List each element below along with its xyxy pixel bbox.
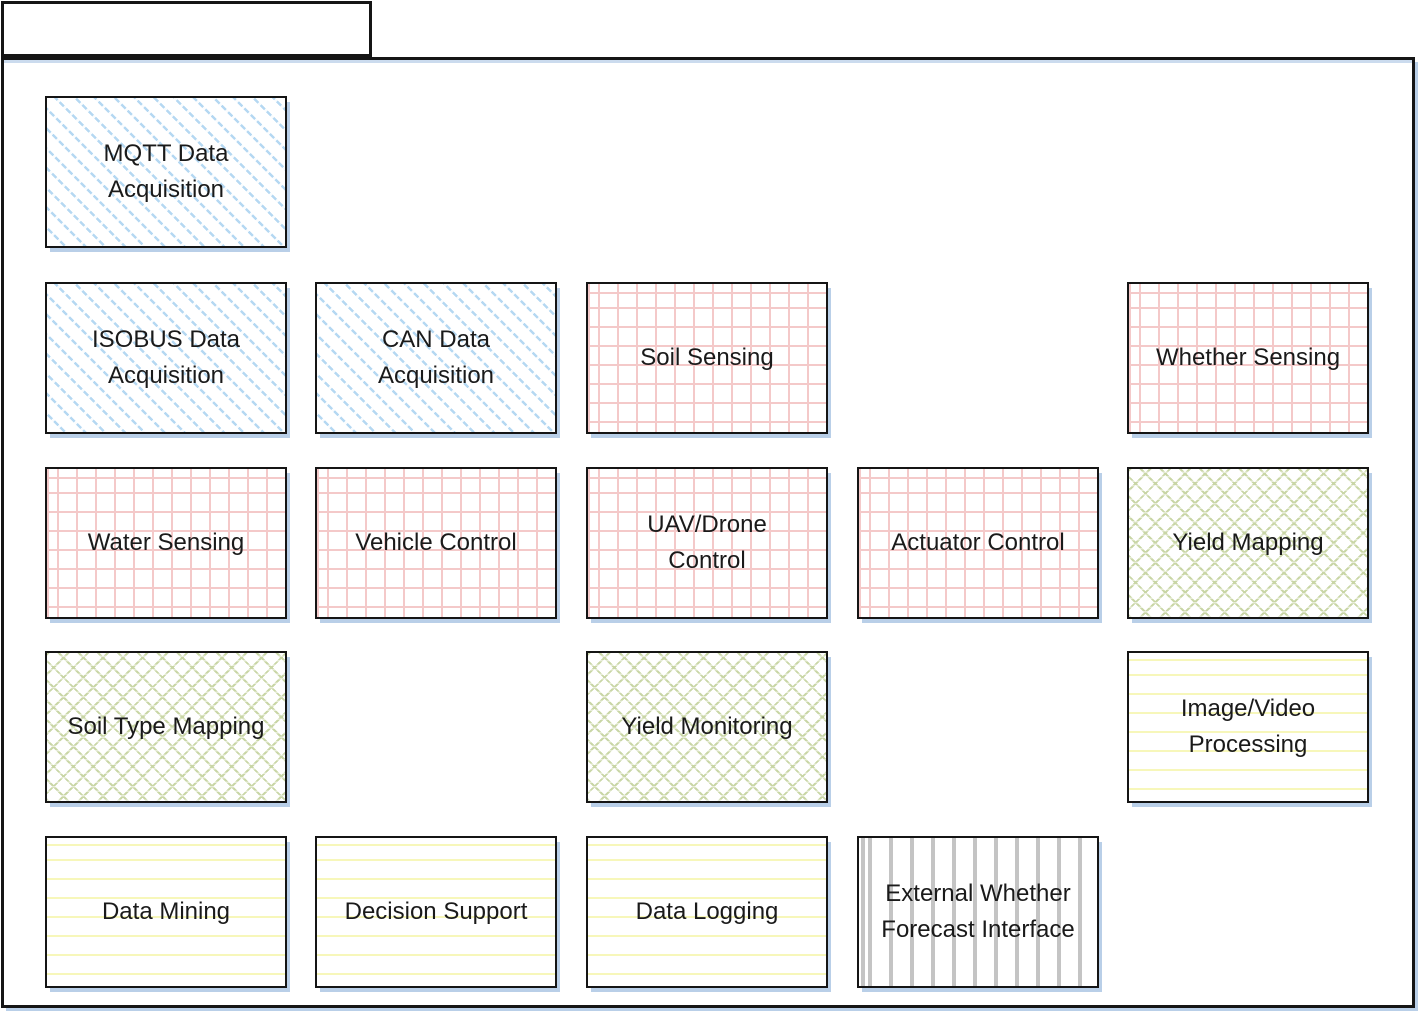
box-image-video-processing: Image/Video Processing [1127,651,1369,803]
box-label: ISOBUS Data Acquisition [91,326,241,389]
box-label: Data Mining [101,898,231,925]
box-mqtt-data-acquisition: MQTT Data Acquisition [45,96,287,248]
box-uav-drone-control: UAV/Drone Control [586,467,828,619]
box-yield-monitoring: Yield Monitoring [586,651,828,803]
box-label: UAV/Drone Control [647,511,767,574]
box-water-sensing: Water Sensing [45,467,287,619]
package-tab [1,1,372,57]
box-label: Actuator Control [891,529,1065,556]
box-label: Data Logging [635,898,779,925]
box-label: Decision Support [344,898,528,925]
box-data-logging: Data Logging [586,836,828,988]
box-actuator-control: Actuator Control [857,467,1099,619]
box-label: Soil Type Mapping [67,713,265,740]
box-label: External Whether Forecast Interface [881,880,1075,943]
box-whether-sensing: Whether Sensing [1127,282,1369,434]
box-label: Vehicle Control [355,529,517,556]
box-label: MQTT Data Acquisition [103,140,229,203]
box-label: Yield Mapping [1172,529,1324,556]
box-can-data-acquisition: CAN Data Acquisition [315,282,557,434]
box-label: Image/Video Processing [1180,695,1316,758]
box-decision-support: Decision Support [315,836,557,988]
box-soil-type-mapping: Soil Type Mapping [45,651,287,803]
box-isobus-data-acquisition: ISOBUS Data Acquisition [45,282,287,434]
box-external-whether-forecast-interface: External Whether Forecast Interface [857,836,1099,988]
box-label: Yield Monitoring [621,713,793,740]
box-label: Water Sensing [87,529,245,556]
box-vehicle-control: Vehicle Control [315,467,557,619]
box-data-mining: Data Mining [45,836,287,988]
package-body-top-shadow [4,60,1412,63]
box-label: CAN Data Acquisition [377,326,495,389]
box-soil-sensing: Soil Sensing [586,282,828,434]
box-label: Soil Sensing [640,344,774,371]
box-label: Whether Sensing [1155,344,1341,371]
box-yield-mapping: Yield Mapping [1127,467,1369,619]
